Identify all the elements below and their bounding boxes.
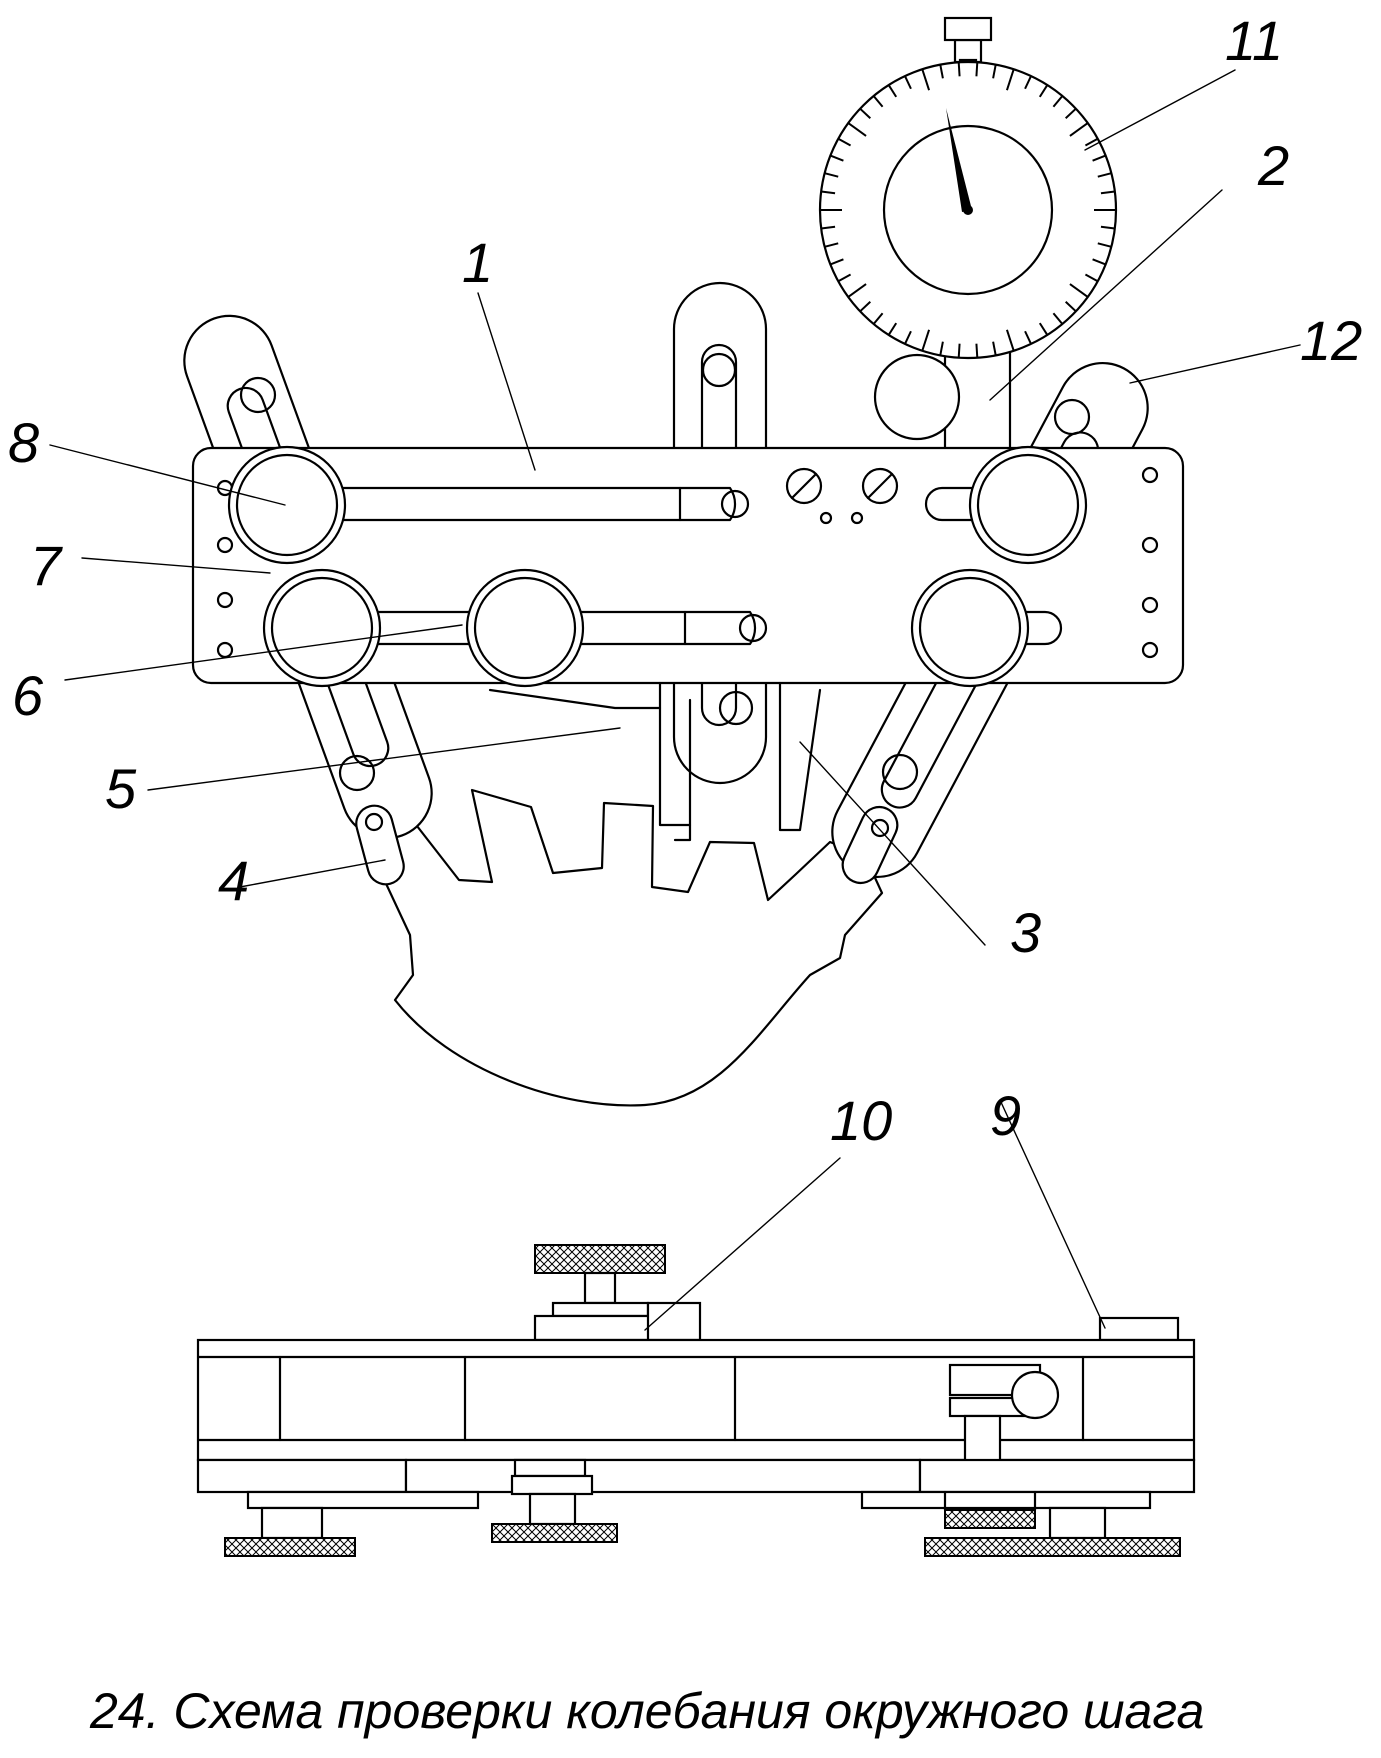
upper-rod (338, 486, 750, 522)
label-9: 9 (990, 1084, 1021, 1147)
label-2: 2 (1257, 134, 1289, 197)
figure-caption: 24. Схема проверки колебания окружного ш… (89, 1683, 1204, 1739)
clamp-knob (873, 353, 961, 441)
label-12: 12 (1300, 309, 1362, 372)
right-slot-lower (998, 610, 1063, 646)
locking-knobs (227, 445, 1088, 688)
right-slot-upper (924, 486, 982, 522)
label-10: 10 (830, 1089, 892, 1152)
leader-lines (49, 69, 1301, 1331)
label-5: 5 (105, 757, 137, 820)
measuring-tips (355, 804, 899, 886)
side-view (196, 1244, 1196, 1557)
label-8: 8 (8, 411, 39, 474)
label-11: 11 (1225, 9, 1283, 72)
label-6: 6 (12, 664, 44, 727)
gear-wheel (360, 788, 884, 1107)
label-3: 3 (1010, 901, 1041, 964)
screws (785, 467, 899, 505)
label-4: 4 (218, 849, 249, 912)
lower-rod (338, 610, 768, 646)
part-labels: 1 2 3 4 5 6 7 8 9 10 11 12 (8, 9, 1362, 1152)
dial-indicator (818, 16, 1118, 360)
center-tabs (488, 681, 822, 842)
plate-holes (216, 466, 1159, 659)
top-view (183, 16, 1185, 1107)
label-7: 7 (30, 534, 63, 597)
label-1: 1 (462, 231, 493, 294)
